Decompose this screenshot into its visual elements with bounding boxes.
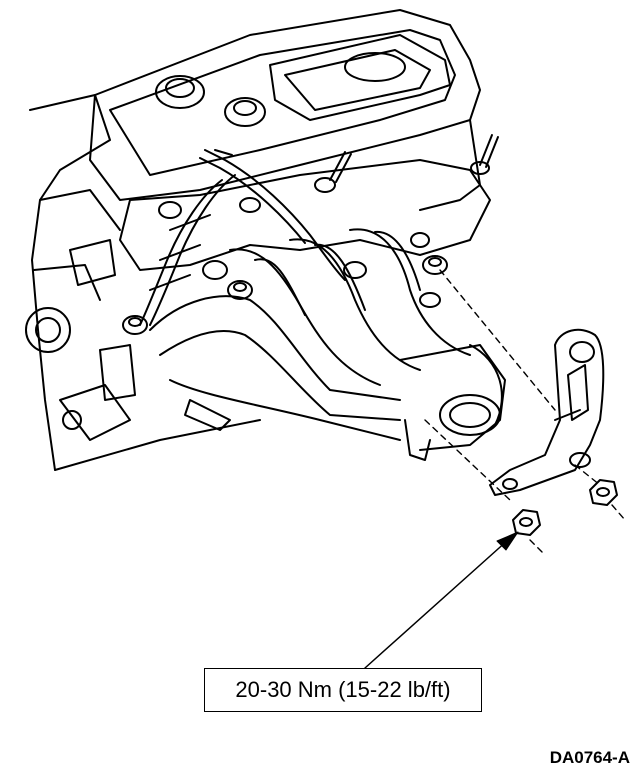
manifold-studs (158, 134, 499, 219)
assembly-lines (424, 269, 626, 556)
heat-shield-bracket (489, 328, 605, 496)
valve-cover (89, 9, 481, 211)
engine-block (25, 94, 261, 471)
figure-id: DA0764-A (549, 748, 630, 767)
torque-label: 20-30 Nm (15-22 lb/ft) (235, 677, 451, 702)
mounting-nuts (512, 479, 618, 536)
leader-arrowhead (496, 531, 519, 551)
callout-leader (364, 539, 509, 669)
exhaust-manifold (149, 228, 506, 461)
torque-callout: 20-30 Nm (15-22 lb/ft) (204, 668, 482, 712)
oxygen-sensor-wire (139, 149, 346, 326)
cylinder-head (119, 159, 491, 271)
manifold-nuts (122, 232, 448, 335)
